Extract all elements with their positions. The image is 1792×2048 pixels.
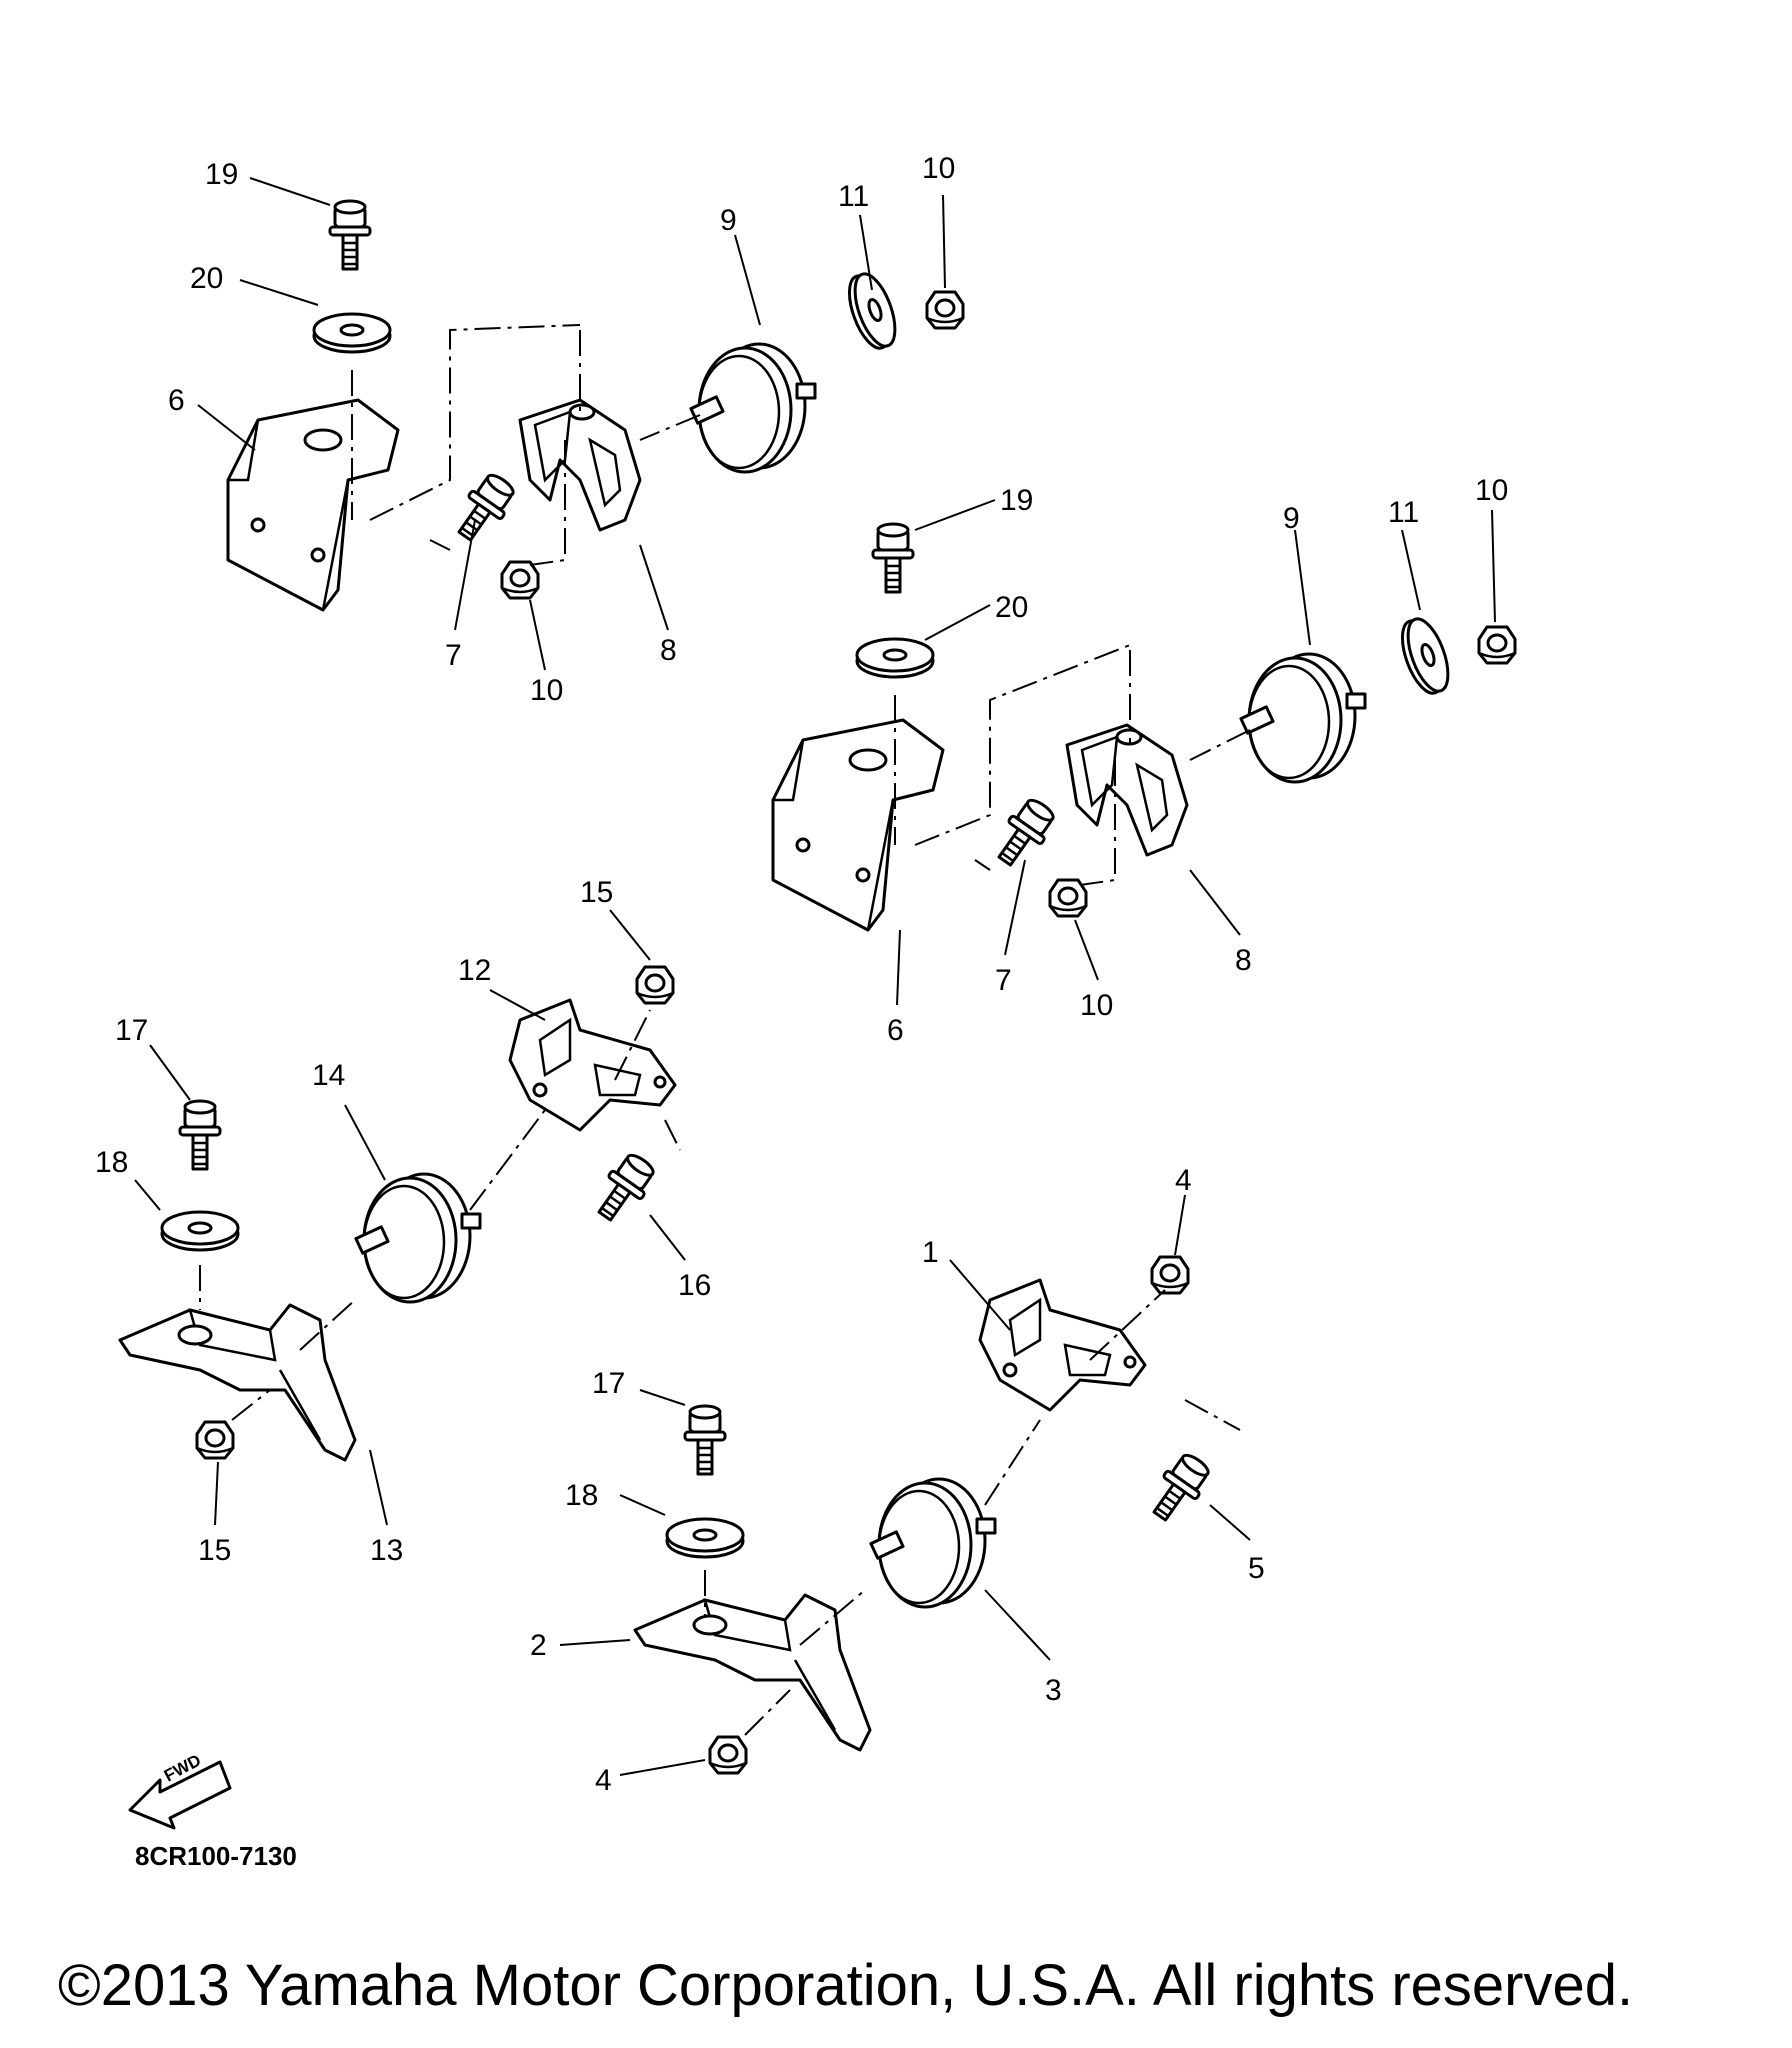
callout-leaders [134, 177, 1496, 1776]
assembly-lower-left [118, 965, 681, 1462]
callout-12: 12 [458, 954, 491, 987]
callout-8: 8 [1235, 944, 1252, 977]
callout-8: 8 [660, 634, 677, 667]
callout-10: 10 [530, 674, 563, 707]
callout-11: 11 [1388, 496, 1419, 529]
part-bolt-19[interactable] [871, 522, 915, 594]
part-nut-10[interactable] [500, 560, 540, 600]
part-damper-14[interactable] [354, 1172, 482, 1304]
callout-11: 11 [838, 180, 869, 213]
part-bolt-5[interactable] [1141, 1447, 1217, 1530]
part-washer-18[interactable] [665, 1517, 745, 1559]
callout-15: 15 [198, 1534, 231, 1567]
part-bracket-6[interactable] [771, 718, 945, 932]
copyright-notice: ©2013 Yamaha Motor Corporation, U.S.A. A… [58, 1953, 1633, 2018]
callout-10: 10 [922, 152, 955, 185]
callout-18: 18 [565, 1479, 598, 1512]
part-nut-15[interactable] [635, 965, 675, 1005]
callout-4: 4 [1175, 1164, 1192, 1197]
part-nut-15[interactable] [195, 1420, 235, 1460]
callout-7: 7 [445, 639, 462, 672]
callout-17: 17 [592, 1367, 625, 1400]
part-damper-9[interactable] [1239, 652, 1367, 784]
callout-17: 17 [115, 1014, 148, 1047]
callout-7: 7 [995, 964, 1012, 997]
part-bolt-17[interactable] [178, 1099, 222, 1171]
part-nut-10[interactable] [925, 290, 965, 330]
callout-4: 4 [595, 1764, 612, 1797]
part-washer-20[interactable] [855, 637, 935, 679]
callout-9: 9 [1283, 502, 1300, 535]
part-bolt-17[interactable] [683, 1404, 727, 1476]
part-washer-11[interactable] [839, 267, 905, 355]
callout-20: 20 [190, 262, 223, 295]
callout-19: 19 [1000, 484, 1033, 517]
callout-6: 6 [168, 384, 185, 417]
part-washer-18[interactable] [160, 1210, 240, 1252]
callout-16: 16 [678, 1269, 711, 1302]
callout-6: 6 [887, 1014, 904, 1047]
assembly-upper-right [771, 522, 1517, 932]
callout-13: 13 [370, 1534, 403, 1567]
part-bolt-7[interactable] [446, 467, 522, 550]
part-nut-4[interactable] [708, 1735, 748, 1775]
callout-2: 2 [530, 1629, 547, 1662]
part-washer-20[interactable] [312, 312, 392, 354]
callout-10: 10 [1080, 989, 1113, 1022]
part-bracket-1[interactable] [978, 1278, 1147, 1412]
callout-5: 5 [1248, 1552, 1265, 1585]
part-bracket-13[interactable] [118, 1303, 357, 1462]
callout-10: 10 [1475, 474, 1508, 507]
callout-18: 18 [95, 1146, 128, 1179]
part-damper-9[interactable] [689, 342, 817, 474]
callout-14: 14 [312, 1059, 345, 1092]
part-washer-11[interactable] [1392, 612, 1458, 700]
callout-1: 1 [922, 1236, 939, 1269]
part-bracket-8[interactable] [1065, 723, 1189, 857]
part-nut-4[interactable] [1150, 1255, 1190, 1295]
callout-3: 3 [1045, 1674, 1062, 1707]
part-bracket-6[interactable] [226, 398, 400, 612]
drawing-code: 8CR100-7130 [135, 1841, 297, 1871]
part-bolt-19[interactable] [328, 199, 372, 271]
part-damper-3[interactable] [869, 1477, 997, 1609]
callout-19: 19 [205, 158, 238, 191]
callout-numbers: 19 20 6 7 10 8 9 11 10 19 20 9 11 10 6 7… [95, 152, 1508, 1797]
callout-15: 15 [580, 876, 613, 909]
callout-20: 20 [995, 591, 1028, 624]
part-bracket-12[interactable] [508, 998, 677, 1132]
forward-direction-arrow: FWD [128, 1751, 232, 1830]
assembly-upper-left [226, 199, 965, 612]
callout-9: 9 [720, 204, 737, 237]
part-nut-10[interactable] [1477, 625, 1517, 665]
assembly-lower-right [633, 1255, 1241, 1775]
